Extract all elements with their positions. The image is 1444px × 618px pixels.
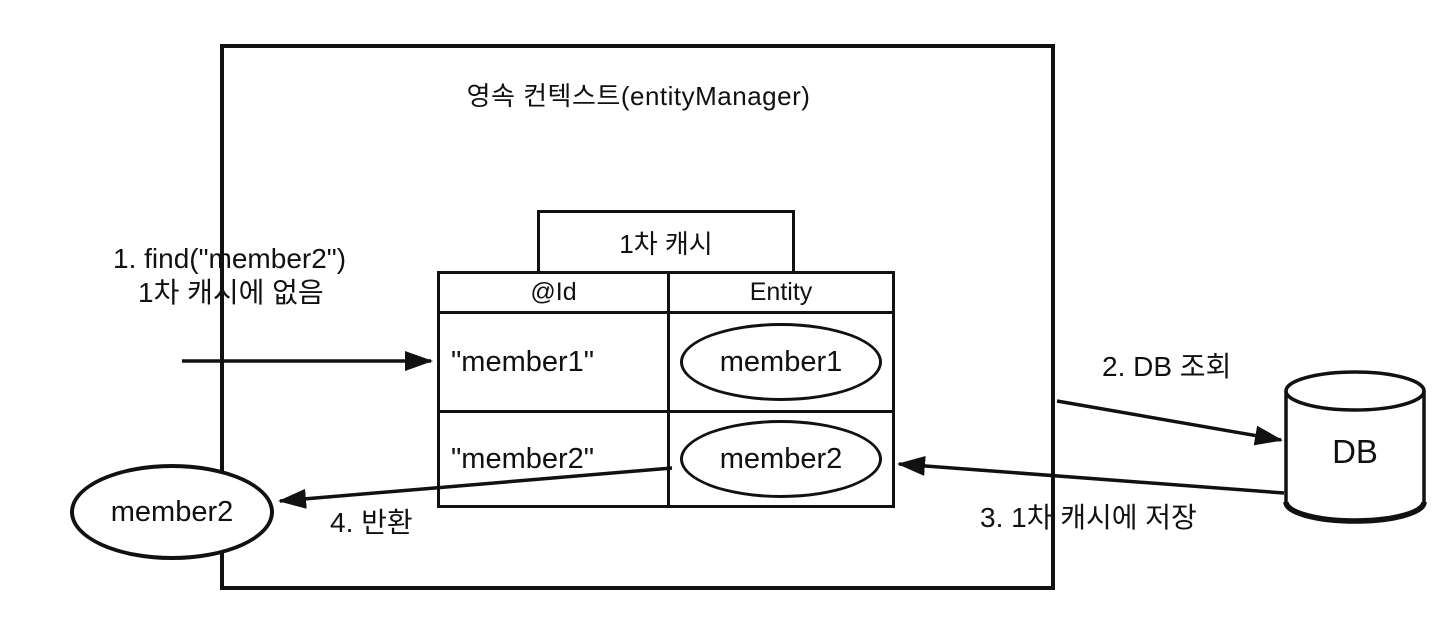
step3-store-cache-label: 3. 1차 캐시에 저장: [980, 502, 1197, 533]
persistence-context-title: 영속 컨텍스트(entityManager): [466, 81, 811, 111]
first-level-cache-box: 1차 캐시: [537, 210, 795, 271]
returned-entity-label: member2: [110, 495, 234, 528]
table-row: "member1" member1: [440, 314, 892, 413]
db-label: DB: [1332, 433, 1378, 470]
returned-entity-ellipse: member2: [70, 464, 274, 560]
column-header-entity: Entity: [749, 278, 813, 306]
column-header-id: @Id: [440, 274, 670, 311]
step4-return-label: 4. 반환: [330, 507, 413, 538]
entity-member1-ellipse: member1: [680, 323, 882, 401]
cache-table-header-row: @Id Entity: [440, 274, 892, 314]
first-level-cache-label: 1차 캐시: [619, 228, 713, 259]
step2-db-query-label: 2. DB 조회: [1102, 351, 1232, 382]
entity-member2-label: member2: [719, 442, 843, 475]
persistence-context-box: [220, 44, 1055, 590]
step1-find-line1: 1. find("member2"): [113, 243, 347, 274]
id-cell-member1: "member1": [440, 314, 670, 410]
step1-find-line2: 1차 캐시에 없음: [138, 277, 324, 308]
id-cell-member2: "member2": [440, 413, 670, 505]
step1-find-label: 1. find("member2") 1차 캐시에 없음: [113, 242, 346, 310]
arrow-db-query: [1056, 399, 1283, 446]
entity-member1-label: member1: [719, 345, 843, 378]
cache-table: @Id Entity "member1" member1 "member2" m…: [437, 271, 895, 508]
entity-member2-ellipse: member2: [680, 420, 882, 498]
entity-cell-member1: member1: [670, 314, 892, 410]
entity-cell-member2: member2: [670, 413, 892, 505]
table-row: "member2" member2: [440, 413, 892, 505]
